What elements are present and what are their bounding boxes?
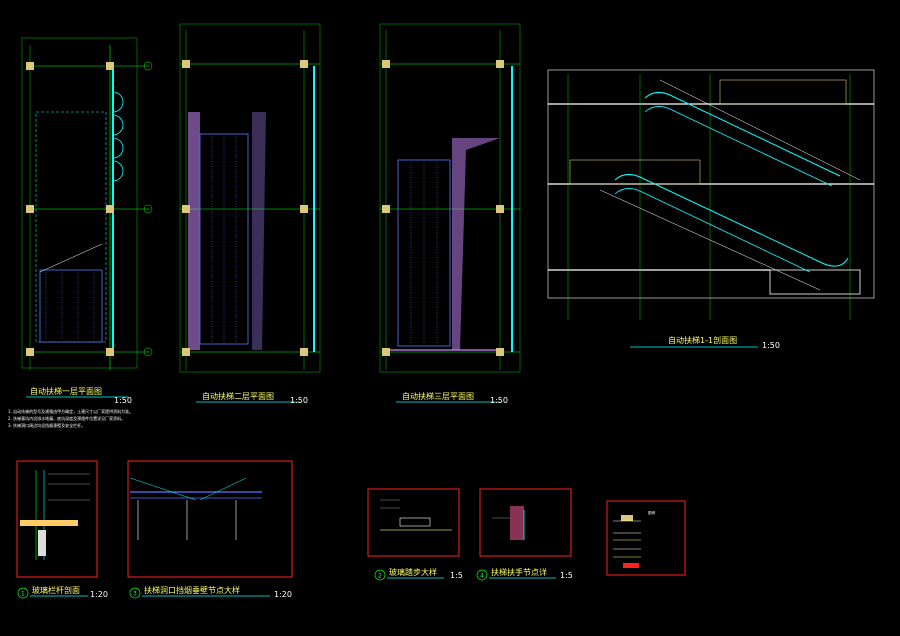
plan-3-column (382, 60, 390, 68)
plan-3-scale: 1:50 (490, 396, 508, 405)
plan-2-wall-fill (188, 112, 200, 350)
plan-2-scale: 1:50 (290, 396, 308, 405)
plan-1-column (26, 348, 34, 356)
plan-3-column (382, 348, 390, 356)
plan-2-title: 自动扶梯二层平面图 (202, 391, 274, 401)
section-pit (769, 269, 861, 295)
detail-3-title: 扶梯洞口挡烟垂壁节点大样 (144, 585, 240, 595)
general-notes: 1. 自动扶梯的型号及规格由甲方确定，土建尺寸以厂家提供资料为准。 2. 扶梯基… (8, 408, 133, 428)
detail-1-frame (16, 460, 98, 578)
detail-3-leader (129, 477, 197, 501)
note-line: 1. 自动扶梯的型号及规格由甲方确定，土建尺寸以厂家提供资料为准。 (8, 408, 133, 414)
plan-1-grid-bubble (143, 204, 153, 214)
plan-3-third-floor: 自动扶梯三层平面图 1:50 (379, 23, 521, 405)
legend-frame (606, 500, 686, 576)
plan-1-door-swings (112, 91, 124, 182)
detail-1-scale: 1:20 (90, 590, 108, 599)
plan-2-column (182, 205, 190, 213)
plan-3-title: 自动扶梯三层平面图 (402, 391, 474, 401)
plan-2-wall-fill (252, 112, 266, 350)
section-escalator-upper (644, 92, 841, 177)
detail-4-wall-hatch (510, 506, 524, 540)
plan-1-opening-outline (35, 111, 107, 343)
section-title: 自动扶梯1-1剖面图 (668, 335, 737, 345)
legend-heading: 图例 (648, 510, 656, 515)
detail-1-slab (20, 520, 78, 526)
section-escalator-lower (614, 188, 811, 273)
detail-2-scale: 1:5 (450, 571, 463, 580)
detail-3-bubble (129, 587, 141, 599)
plan-1-grid-bubble (143, 347, 153, 357)
detail-1-glass-railing: 1 玻璃栏杆剖面 1:20 (16, 460, 108, 599)
plan-3-escalator (397, 159, 451, 347)
detail-4-number: 4 (480, 573, 484, 580)
section-1-1: 自动扶梯1-1剖面图 1:50 (547, 69, 875, 350)
section-escalator-upper (644, 106, 833, 187)
plan-1-column (106, 205, 114, 213)
section-slope-line (599, 189, 821, 291)
plan-1-scale: 1:50 (114, 396, 132, 405)
plan-1-dim-frame (21, 37, 138, 369)
detail-1-bubble (17, 587, 29, 599)
plan-3-column (382, 205, 390, 213)
plan-1-grid-bubble (143, 61, 153, 71)
plan-1-column (26, 62, 34, 70)
section-balustrade (719, 79, 847, 105)
plan-2-escalator (199, 133, 249, 345)
detail-3-scale: 1:20 (274, 590, 292, 599)
detail-1-number: 1 (21, 591, 25, 598)
detail-3-frame (127, 460, 293, 578)
legend-swatch (621, 515, 633, 521)
plan-1-first-floor: 自动扶梯一层平面图 1:50 (21, 37, 153, 405)
section-balustrade (569, 159, 701, 185)
detail-1-title: 玻璃栏杆剖面 (32, 585, 80, 595)
plan-2-second-floor: 自动扶梯二层平面图 1:50 (179, 23, 321, 405)
detail-2-glass-step: 2 玻璃踏步大样 1:5 (367, 488, 463, 581)
plan-3-column (496, 348, 504, 356)
plan-1-escalator (39, 269, 103, 343)
plan-2-column (182, 348, 190, 356)
plan-1-title: 自动扶梯一层平面图 (30, 386, 102, 396)
plan-2-dim-frame (179, 23, 321, 373)
section-slope-line (659, 79, 861, 181)
detail-2-bubble (374, 569, 386, 581)
plan-2-column (300, 205, 308, 213)
detail-3-number: 3 (133, 591, 137, 598)
section-scale: 1:50 (762, 341, 780, 350)
legend-swatch-red (623, 563, 639, 568)
detail-4-frame (479, 488, 572, 557)
plan-1-break-line (39, 243, 103, 273)
detail-2-number: 2 (378, 573, 382, 580)
detail-2-step (399, 517, 431, 527)
plan-2-column (182, 60, 190, 68)
plan-3-wall-fill (452, 138, 500, 350)
note-line: 3. 扶梯洞口周边均设挡烟垂壁及安全栏杆。 (8, 422, 85, 428)
plan-1-column (106, 62, 114, 70)
detail-4-scale: 1:5 (560, 571, 573, 580)
plan-3-column (496, 60, 504, 68)
note-line: 2. 扶梯基坑内设排水地漏，底坑深度及预埋件位置详见厂家资料。 (8, 415, 125, 421)
detail-1-beam (38, 530, 46, 556)
plan-2-column (300, 348, 308, 356)
detail-4-handrail: 4 扶梯扶手节点详 1:5 (476, 488, 573, 581)
detail-3-smoke-barrier: 3 扶梯洞口挡烟垂壁节点大样 1:20 (127, 460, 293, 599)
plan-3-column (496, 205, 504, 213)
detail-2-frame (367, 488, 460, 557)
detail-4-title: 扶梯扶手节点详 (491, 567, 547, 577)
detail-2-title: 玻璃踏步大样 (389, 567, 437, 577)
legend-box: 图例 (606, 500, 686, 576)
section-escalator-lower (614, 174, 849, 267)
plan-1-column (106, 348, 114, 356)
plan-3-dim-frame (379, 23, 521, 373)
plan-1-column (26, 205, 34, 213)
plan-2-column (300, 60, 308, 68)
detail-4-bubble (476, 569, 488, 581)
detail-3-leader (199, 477, 247, 501)
